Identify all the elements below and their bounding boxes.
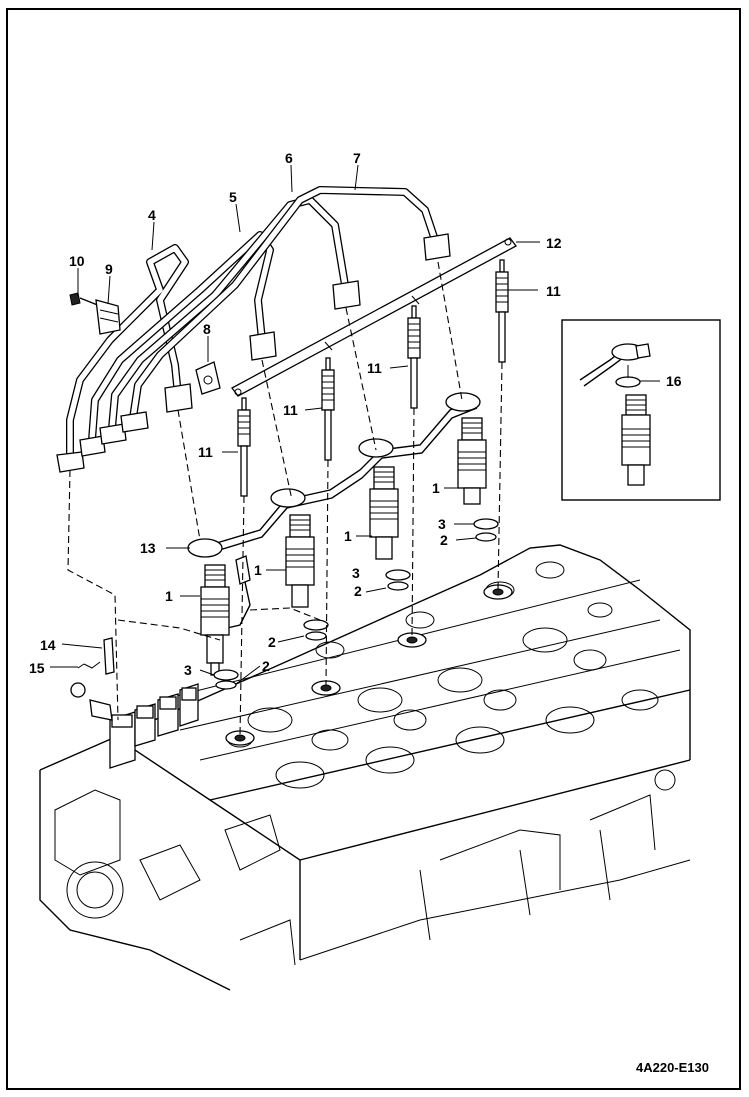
callout-11-a: 11 (546, 283, 561, 299)
callout-2-c: 2 (354, 583, 362, 599)
callout-5: 5 (229, 189, 237, 205)
callout-4: 4 (148, 207, 156, 223)
callout-9: 9 (105, 261, 113, 277)
cylinder-head (39, 544, 691, 991)
injector-nozzles (200, 417, 487, 676)
alignment-lines (67, 261, 503, 736)
callout-12: 12 (546, 235, 562, 251)
injection-pipes (56, 186, 451, 473)
rail-bracket (231, 237, 517, 397)
leak-off-hose (187, 392, 481, 633)
callout-6: 6 (285, 150, 293, 166)
callout-8: 8 (203, 321, 211, 337)
callout-1-b: 1 (254, 562, 262, 578)
callout-1-a: 1 (165, 588, 173, 604)
callout-11-c: 11 (283, 402, 298, 418)
callout-2-d: 2 (440, 532, 448, 548)
callout-1-c: 1 (344, 528, 352, 544)
washers (213, 518, 499, 690)
leader-lines (50, 164, 660, 685)
detail-inset (561, 319, 721, 501)
glow-plugs (237, 259, 509, 497)
callout-11-b: 11 (367, 360, 382, 376)
pump-delivery-valves (70, 682, 199, 769)
callout-2-a: 2 (262, 658, 270, 674)
callout-3-b: 3 (352, 565, 360, 581)
callout-11-d: 11 (198, 444, 213, 460)
pipe-clamp-parts (69, 292, 221, 395)
callout-16: 16 (666, 373, 682, 389)
callouts: 1 1 1 1 2 2 2 2 3 3 3 4 5 6 7 8 9 10 11 … (29, 150, 709, 1075)
callout-3-a: 3 (184, 662, 192, 678)
callout-2-b: 2 (268, 634, 276, 650)
leak-off-pipe-parts (77, 637, 115, 675)
callout-10: 10 (69, 253, 85, 269)
callout-7: 7 (353, 150, 361, 166)
callout-1-d: 1 (432, 480, 440, 496)
callout-14: 14 (40, 637, 56, 653)
callout-3-c: 3 (438, 516, 446, 532)
callout-13: 13 (140, 540, 156, 556)
figure-code: 4A220-E130 (636, 1060, 709, 1075)
callout-15: 15 (29, 660, 45, 676)
